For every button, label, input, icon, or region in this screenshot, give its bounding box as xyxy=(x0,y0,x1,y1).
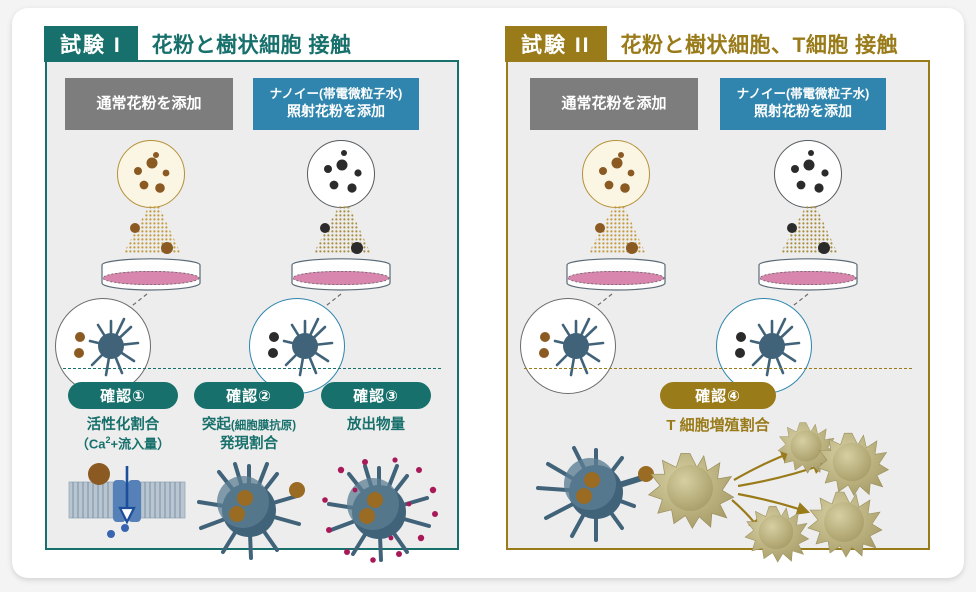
trial-1-title: 花粉と樹状細胞 接触 xyxy=(151,34,352,57)
trial-1-measure-2: 突起(細胞膜抗原) 発現割合 xyxy=(201,417,297,452)
t-cell-proliferation-icon xyxy=(534,422,910,563)
trial-2-condition-normal-pollen: 通常花粉を添加 xyxy=(530,78,698,130)
trial-1-panel: 試験 I 花粉と樹状細胞 接触 通常花粉を添加 ナノイー(帯電微粒子水) 照射花… xyxy=(44,26,459,563)
pollen-sample-dish-icon xyxy=(117,140,185,208)
trial-2-tab-label: 試験 II xyxy=(505,26,607,62)
pollen-dispersal-cone-icon xyxy=(570,206,666,258)
dendritic-cell-icon xyxy=(193,458,311,562)
trial-2-header: 試験 II 花粉と樹状細胞、T細胞 接触 xyxy=(505,26,898,62)
trial-1-column-normal xyxy=(55,140,241,394)
pollen-dispersal-cone-icon xyxy=(105,206,201,258)
trial-1-condition-normal-pollen: 通常花粉を添加 xyxy=(65,78,233,130)
trial-1-header: 試験 I 花粉と樹状細胞 接触 xyxy=(44,26,352,62)
magnified-view-nanoe xyxy=(716,298,812,394)
magnified-view-normal xyxy=(55,298,151,394)
nanoe-pollen-dispersal-cone-icon xyxy=(295,206,391,258)
petri-dish-icon xyxy=(564,258,668,298)
petri-dish-icon xyxy=(99,258,203,298)
trial-1-measure-1: 活性化割合 （Ca2+流入量） xyxy=(75,417,171,451)
trial-2-pill-4: 確認④ xyxy=(660,382,776,409)
trial-1-pill-2: 確認② xyxy=(194,382,304,409)
trial-2-body: 通常花粉を添加 ナノイー(帯電微粒子水) 照射花粉を添加 xyxy=(506,60,930,563)
magnified-view-normal xyxy=(520,298,616,394)
trial-1-body: 通常花粉を添加 ナノイー(帯電微粒子水) 照射花粉を添加 xyxy=(45,60,459,563)
petri-dish-icon xyxy=(289,258,393,298)
nanoe-pollen-dispersal-cone-icon xyxy=(762,206,858,258)
trial-1-pill-3: 確認③ xyxy=(321,382,431,409)
trial-1-tab-label: 試験 I xyxy=(44,26,138,62)
nanoe-pollen-sample-dish-icon xyxy=(774,140,842,208)
trial-2-measure-4: T 細胞増殖割合 xyxy=(666,417,770,434)
trial-2-divider xyxy=(524,368,912,369)
petri-dish-icon xyxy=(756,258,860,298)
magnified-view-nanoe xyxy=(249,298,345,394)
trial-2-column-nanoe xyxy=(716,140,898,394)
diagram-card: 試験 I 花粉と樹状細胞 接触 通常花粉を添加 ナノイー(帯電微粒子水) 照射花… xyxy=(12,8,964,578)
trial-1-condition-nanoe-pollen: ナノイー(帯電微粒子水) 照射花粉を添加 xyxy=(253,78,419,130)
trial-2-condition-nanoe-pollen: ナノイー(帯電微粒子水) 照射花粉を添加 xyxy=(720,78,886,130)
trial-1-column-nanoe xyxy=(249,140,431,394)
ion-channel-membrane-icon xyxy=(67,460,187,546)
trial-1-divider xyxy=(63,368,441,369)
trial-1-measure-3: 放出物量 xyxy=(347,417,405,433)
trial-2-panel: 試験 II 花粉と樹状細胞、T細胞 接触 通常花粉を添加 ナノイー(帯電微粒子水… xyxy=(505,26,930,563)
trial-1-pill-1: 確認① xyxy=(68,382,178,409)
nanoe-pollen-sample-dish-icon xyxy=(307,140,375,208)
pollen-sample-dish-icon xyxy=(582,140,650,208)
trial-2-column-normal xyxy=(520,140,706,394)
dendritic-cell-releasing-icon xyxy=(321,456,443,566)
trial-2-title: 花粉と樹状細胞、T細胞 接触 xyxy=(620,34,899,57)
